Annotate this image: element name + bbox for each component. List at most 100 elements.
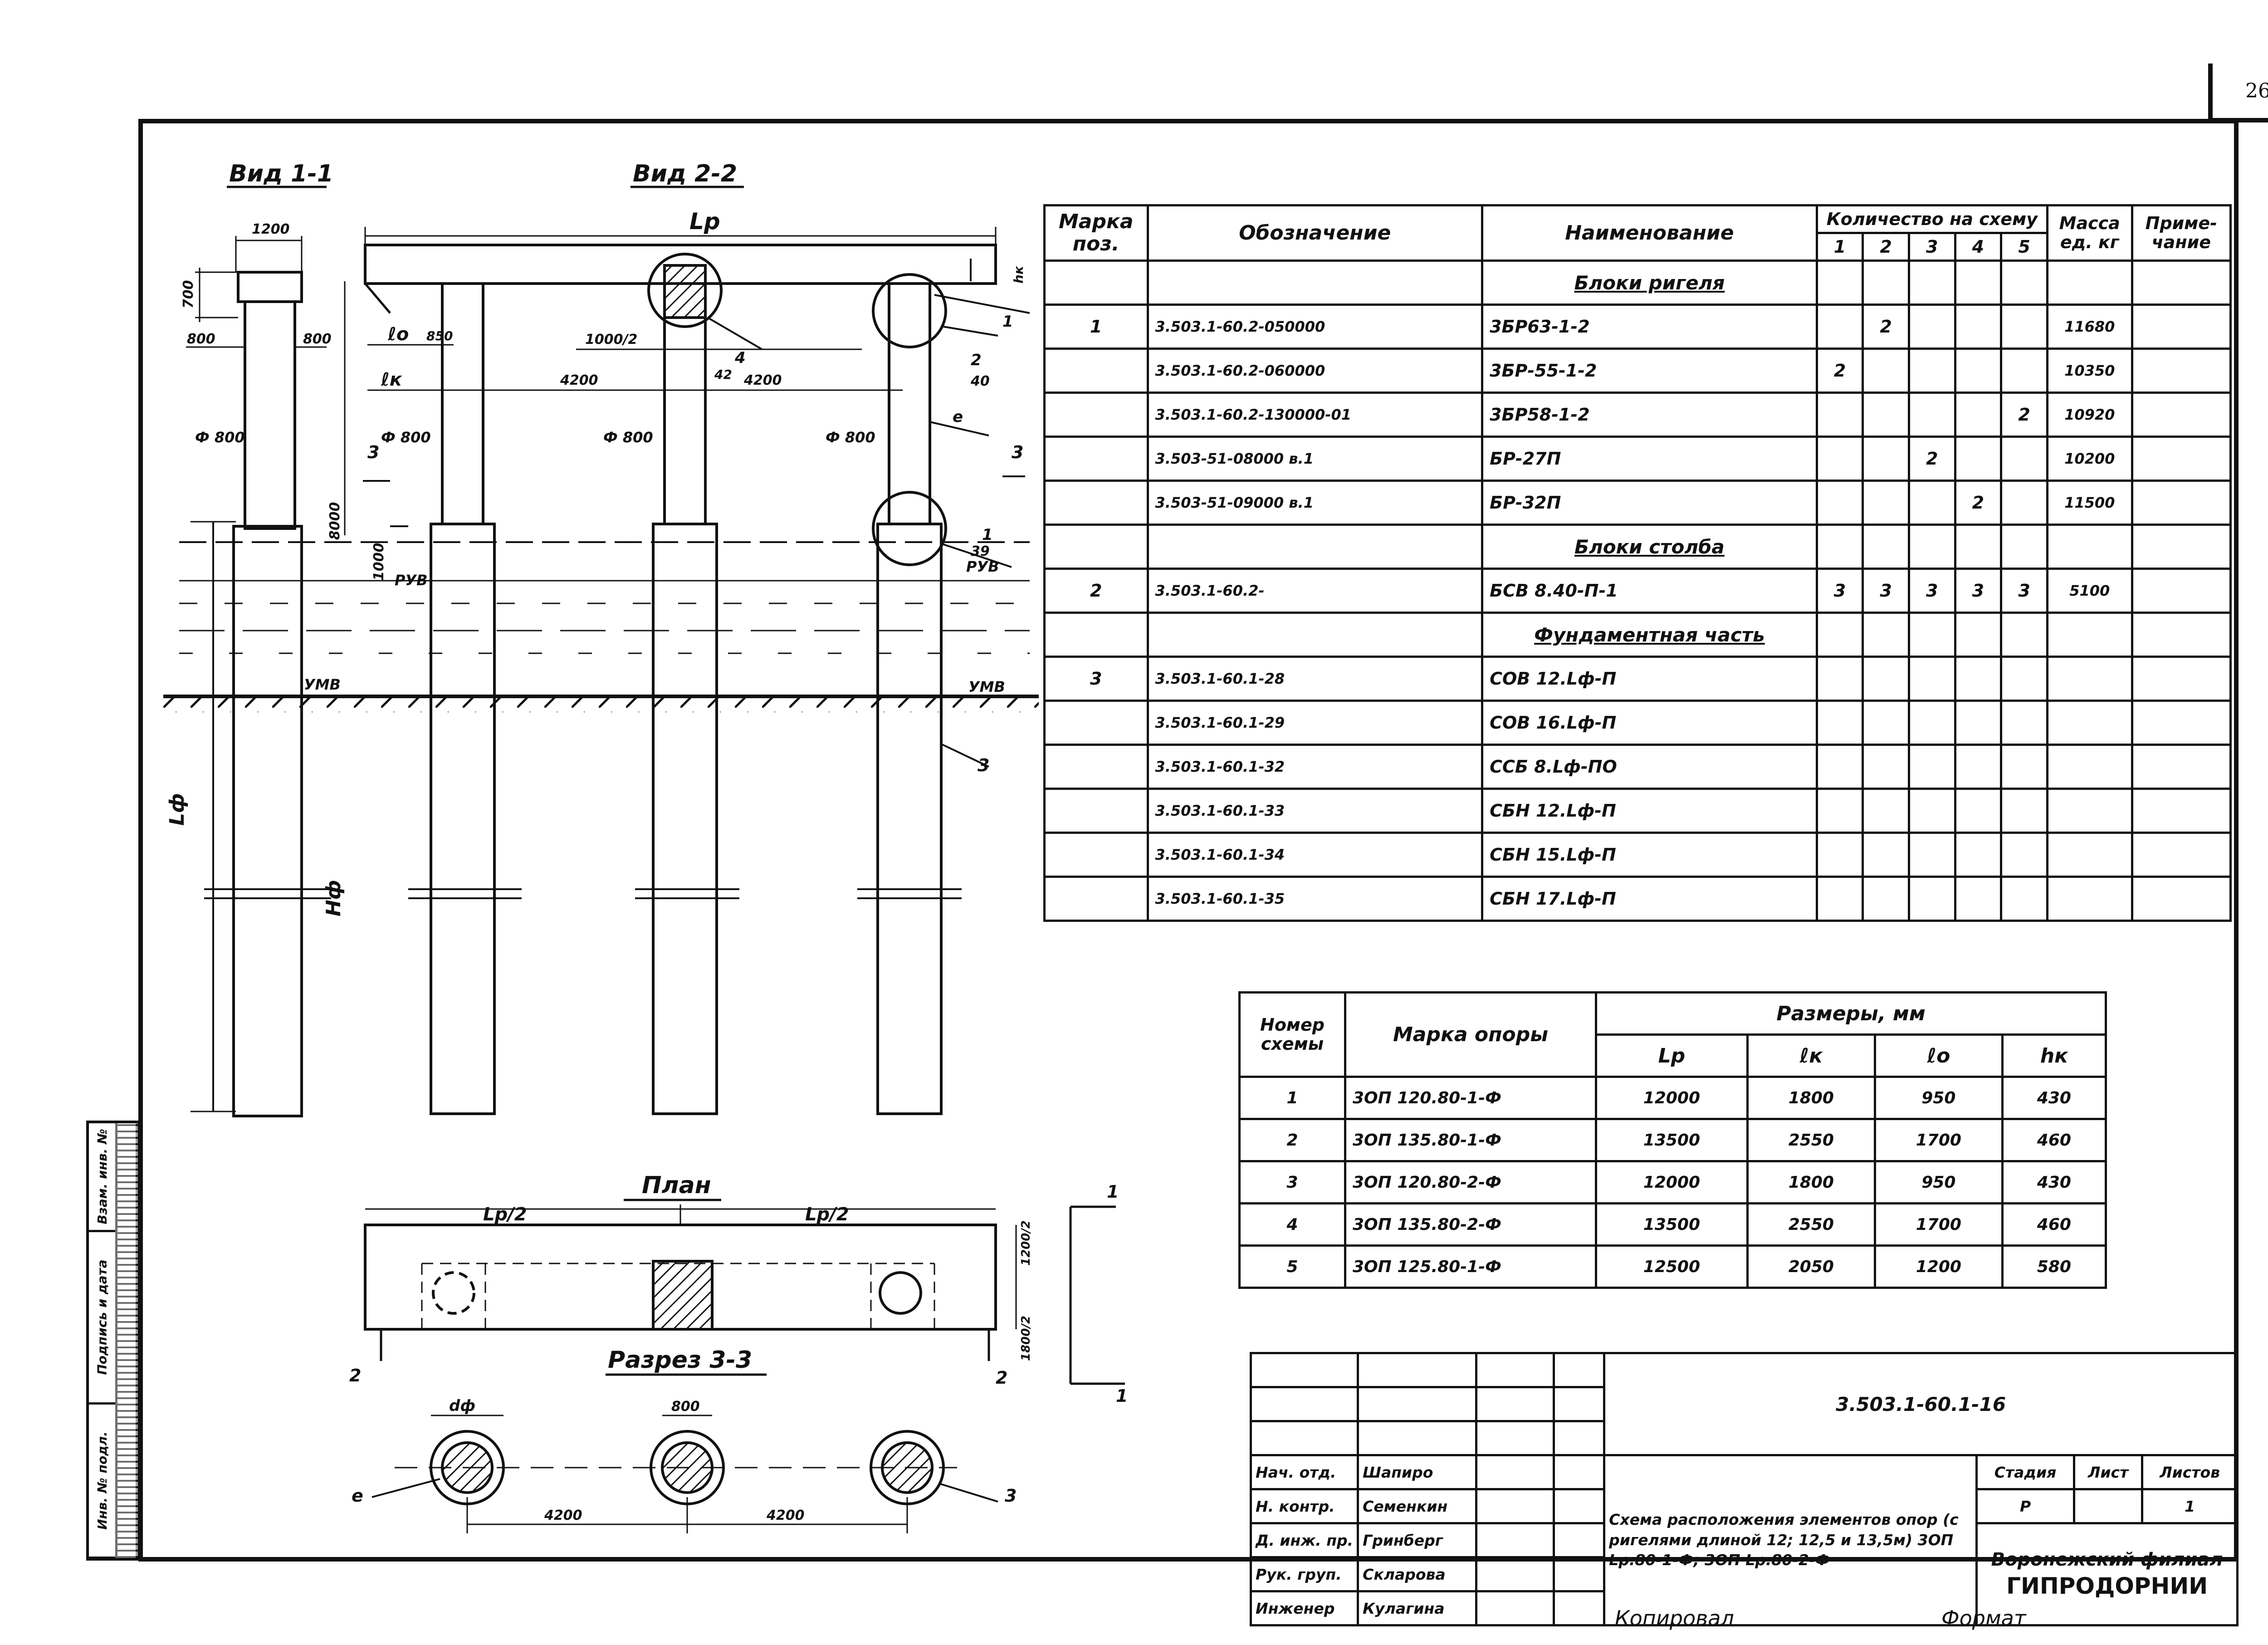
spec-qty xyxy=(2000,832,2048,878)
label-1200-2: 1200/2 xyxy=(1019,1220,1033,1266)
spec-name: 3БР58-1-2 xyxy=(1481,392,1818,438)
label-section-2-left: 2 xyxy=(349,1366,361,1386)
spec-header-mark: Марка поз. xyxy=(1043,204,1149,262)
spec-qty xyxy=(1907,744,1956,790)
label-hf: Hф xyxy=(322,880,345,916)
spec-qty xyxy=(1954,788,2003,834)
dim-hk: 430 xyxy=(2001,1160,2107,1204)
stamp-cell-1: Подпись и дата xyxy=(89,1232,115,1405)
label-lo: ℓо xyxy=(387,324,409,345)
label-phi-800-a: Ф 800 xyxy=(195,429,245,446)
dim-header-lp: Lр xyxy=(1595,1033,1749,1078)
spec-qty: 3 xyxy=(2000,568,2048,614)
spec-mass: 11680 xyxy=(2046,304,2133,350)
label-800-section: 800 xyxy=(671,1399,700,1415)
signature-1 xyxy=(1475,1488,1555,1524)
label-lp-half-right: Lр/2 xyxy=(805,1204,849,1225)
left-stamp-strip: Взам. инв. № Подпись и дата Инв. № подл. xyxy=(86,1121,138,1561)
spec-section-title: Блоки столба xyxy=(1481,524,1818,570)
dim-header-mark: Марка опоры xyxy=(1344,991,1597,1078)
spec-qty xyxy=(1862,392,1910,438)
spec-name: 3БР-55-1-2 xyxy=(1481,348,1818,394)
spec-name: СОВ 16.Lф-П xyxy=(1481,700,1818,746)
spec-qty xyxy=(1954,348,2003,394)
spec-header-name: Наименование xyxy=(1481,204,1818,262)
spec-qty xyxy=(1862,656,1910,702)
spec-name: 3БР63-1-2 xyxy=(1481,304,1818,350)
dim-scheme: 5 xyxy=(1238,1244,1346,1289)
dim-header-scheme: Номер схемы xyxy=(1238,991,1346,1078)
spec-section-title: Фундаментная часть xyxy=(1481,612,1818,658)
label-40: 40 xyxy=(970,373,990,389)
spec-qty: 2 xyxy=(2000,392,2048,438)
spec-qty xyxy=(1907,788,1956,834)
spec-mass: 10200 xyxy=(2046,436,2133,482)
spec-header-mass: Масса ед. кг xyxy=(2046,204,2133,262)
dim-lk: 1800 xyxy=(1746,1076,1876,1120)
label-ruv-left: РУВ xyxy=(395,572,428,589)
dim-mark: 3ОП 135.80-2-Ф xyxy=(1344,1202,1597,1247)
spec-mark xyxy=(1043,876,1149,922)
spec-qty xyxy=(1815,480,1864,526)
spec-name: БСВ 8.40-П-1 xyxy=(1481,568,1818,614)
label-d-phi: dф xyxy=(449,1397,475,1415)
dim-lp: 13500 xyxy=(1595,1202,1749,1247)
stamp-hatch xyxy=(115,1123,138,1558)
spec-mark: 2 xyxy=(1043,568,1149,614)
qty-col-1: 1 xyxy=(1815,232,1864,262)
spec-qty xyxy=(2000,348,2048,394)
dim-lo: 1700 xyxy=(1873,1202,2004,1247)
org-line-1: Воронежский филиал xyxy=(1991,1549,2223,1570)
spec-mass: 11500 xyxy=(2046,480,2133,526)
dim-header-lk: ℓк xyxy=(1746,1033,1876,1078)
spec-qty xyxy=(1907,832,1956,878)
spec-qty xyxy=(1862,788,1910,834)
spec-qty xyxy=(2000,876,2048,922)
stage-value: Р xyxy=(1975,1488,2075,1524)
label-lf: Lф xyxy=(166,793,189,826)
spec-qty xyxy=(1815,700,1864,746)
spec-qty xyxy=(1954,876,2003,922)
spec-qty: 2 xyxy=(1907,436,1956,482)
label-ruv-right: РУВ xyxy=(966,558,999,575)
spec-mass: 5100 xyxy=(2046,568,2133,614)
label-3-section: 3 xyxy=(1005,1486,1017,1506)
dim-mark: 3ОП 135.80-1-Ф xyxy=(1344,1118,1597,1162)
specification-table: Марка поз. Обозначение Наименование Коли… xyxy=(1043,204,2232,922)
spec-qty xyxy=(1954,832,2003,878)
label-section-1-top: 1 xyxy=(1107,1182,1119,1202)
label-phi-800-c: Ф 800 xyxy=(603,429,653,446)
sheets-label: Листов xyxy=(2141,1454,2239,1490)
spec-note xyxy=(2131,656,2232,702)
dim-lk: 2050 xyxy=(1746,1244,1876,1289)
spec-mass xyxy=(2046,832,2133,878)
spec-mark xyxy=(1043,832,1149,878)
label-4200-b: 4200 xyxy=(766,1508,805,1523)
spec-mark xyxy=(1043,744,1149,790)
spec-mass xyxy=(2046,700,2133,746)
doc-code: 3.503.1-60.1-16 xyxy=(1603,1352,2239,1456)
spec-qty xyxy=(1815,304,1864,350)
title-block: 3.503.1-60.1-16 Нач. отд. Шапиро Схема р… xyxy=(1249,1352,2239,1626)
spec-qty: 3 xyxy=(1815,568,1864,614)
dim-scheme: 3 xyxy=(1238,1160,1346,1204)
label-1000-2: 1000/2 xyxy=(585,332,637,348)
section-3-3-title: Разрез 3-3 xyxy=(608,1346,752,1374)
dim-scheme: 1 xyxy=(1238,1076,1346,1120)
spec-name: СОВ 12.Lф-П xyxy=(1481,656,1818,702)
spec-qty xyxy=(1862,744,1910,790)
sheets-value: 1 xyxy=(2141,1488,2239,1524)
spec-designation: 3.503.1-60.1-28 xyxy=(1146,656,1484,702)
org-line-2: ГИПРОДОРНИИ xyxy=(2006,1572,2208,1599)
role-1: Н. контр. xyxy=(1249,1488,1359,1524)
